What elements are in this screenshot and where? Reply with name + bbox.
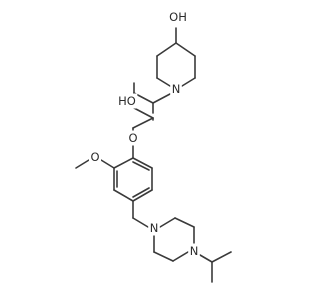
atom-label-background: [148, 220, 160, 236]
bond: [156, 42, 177, 57]
bond: [132, 187, 150, 198]
bond: [132, 189, 153, 202]
bond: [199, 254, 213, 263]
piperidine-nitrogen-label: N: [172, 82, 181, 96]
bond: [174, 217, 195, 228]
ether-oxygen-label: O: [128, 131, 137, 145]
bond: [100, 159, 115, 169]
piperazine-nitrogen-label: N: [150, 221, 159, 235]
bond: [132, 117, 154, 129]
atom-label-background: [170, 81, 182, 97]
hydroxyl-label: OH: [169, 10, 187, 24]
chain-hydroxyl-label: HO: [118, 94, 136, 108]
atom-label-background: [116, 93, 138, 109]
bond: [113, 157, 134, 169]
atom-label-background: [126, 130, 140, 146]
bond: [113, 189, 134, 202]
bond: [175, 42, 196, 57]
methoxy-oxygen-label: O: [90, 150, 99, 164]
bond: [133, 107, 154, 119]
atom-label-background: [188, 243, 200, 259]
molecule-diagram: OH N HO O O N N: [75, 9, 232, 283]
atom-label-layer: OH N HO O O N N: [88, 9, 200, 259]
bond: [172, 251, 189, 262]
atom-label-background: [167, 9, 189, 25]
bond: [156, 77, 171, 87]
bond: [75, 159, 90, 169]
bond: [153, 251, 174, 262]
bond: [159, 217, 176, 228]
bond: [181, 77, 196, 87]
bond: [132, 157, 153, 169]
bond: [132, 217, 149, 228]
bond: [132, 161, 150, 171]
piperazine-nitrogen-label: N: [190, 244, 199, 258]
bond: [152, 93, 171, 104]
atom-label-background: [88, 149, 102, 165]
bond: [211, 251, 232, 263]
